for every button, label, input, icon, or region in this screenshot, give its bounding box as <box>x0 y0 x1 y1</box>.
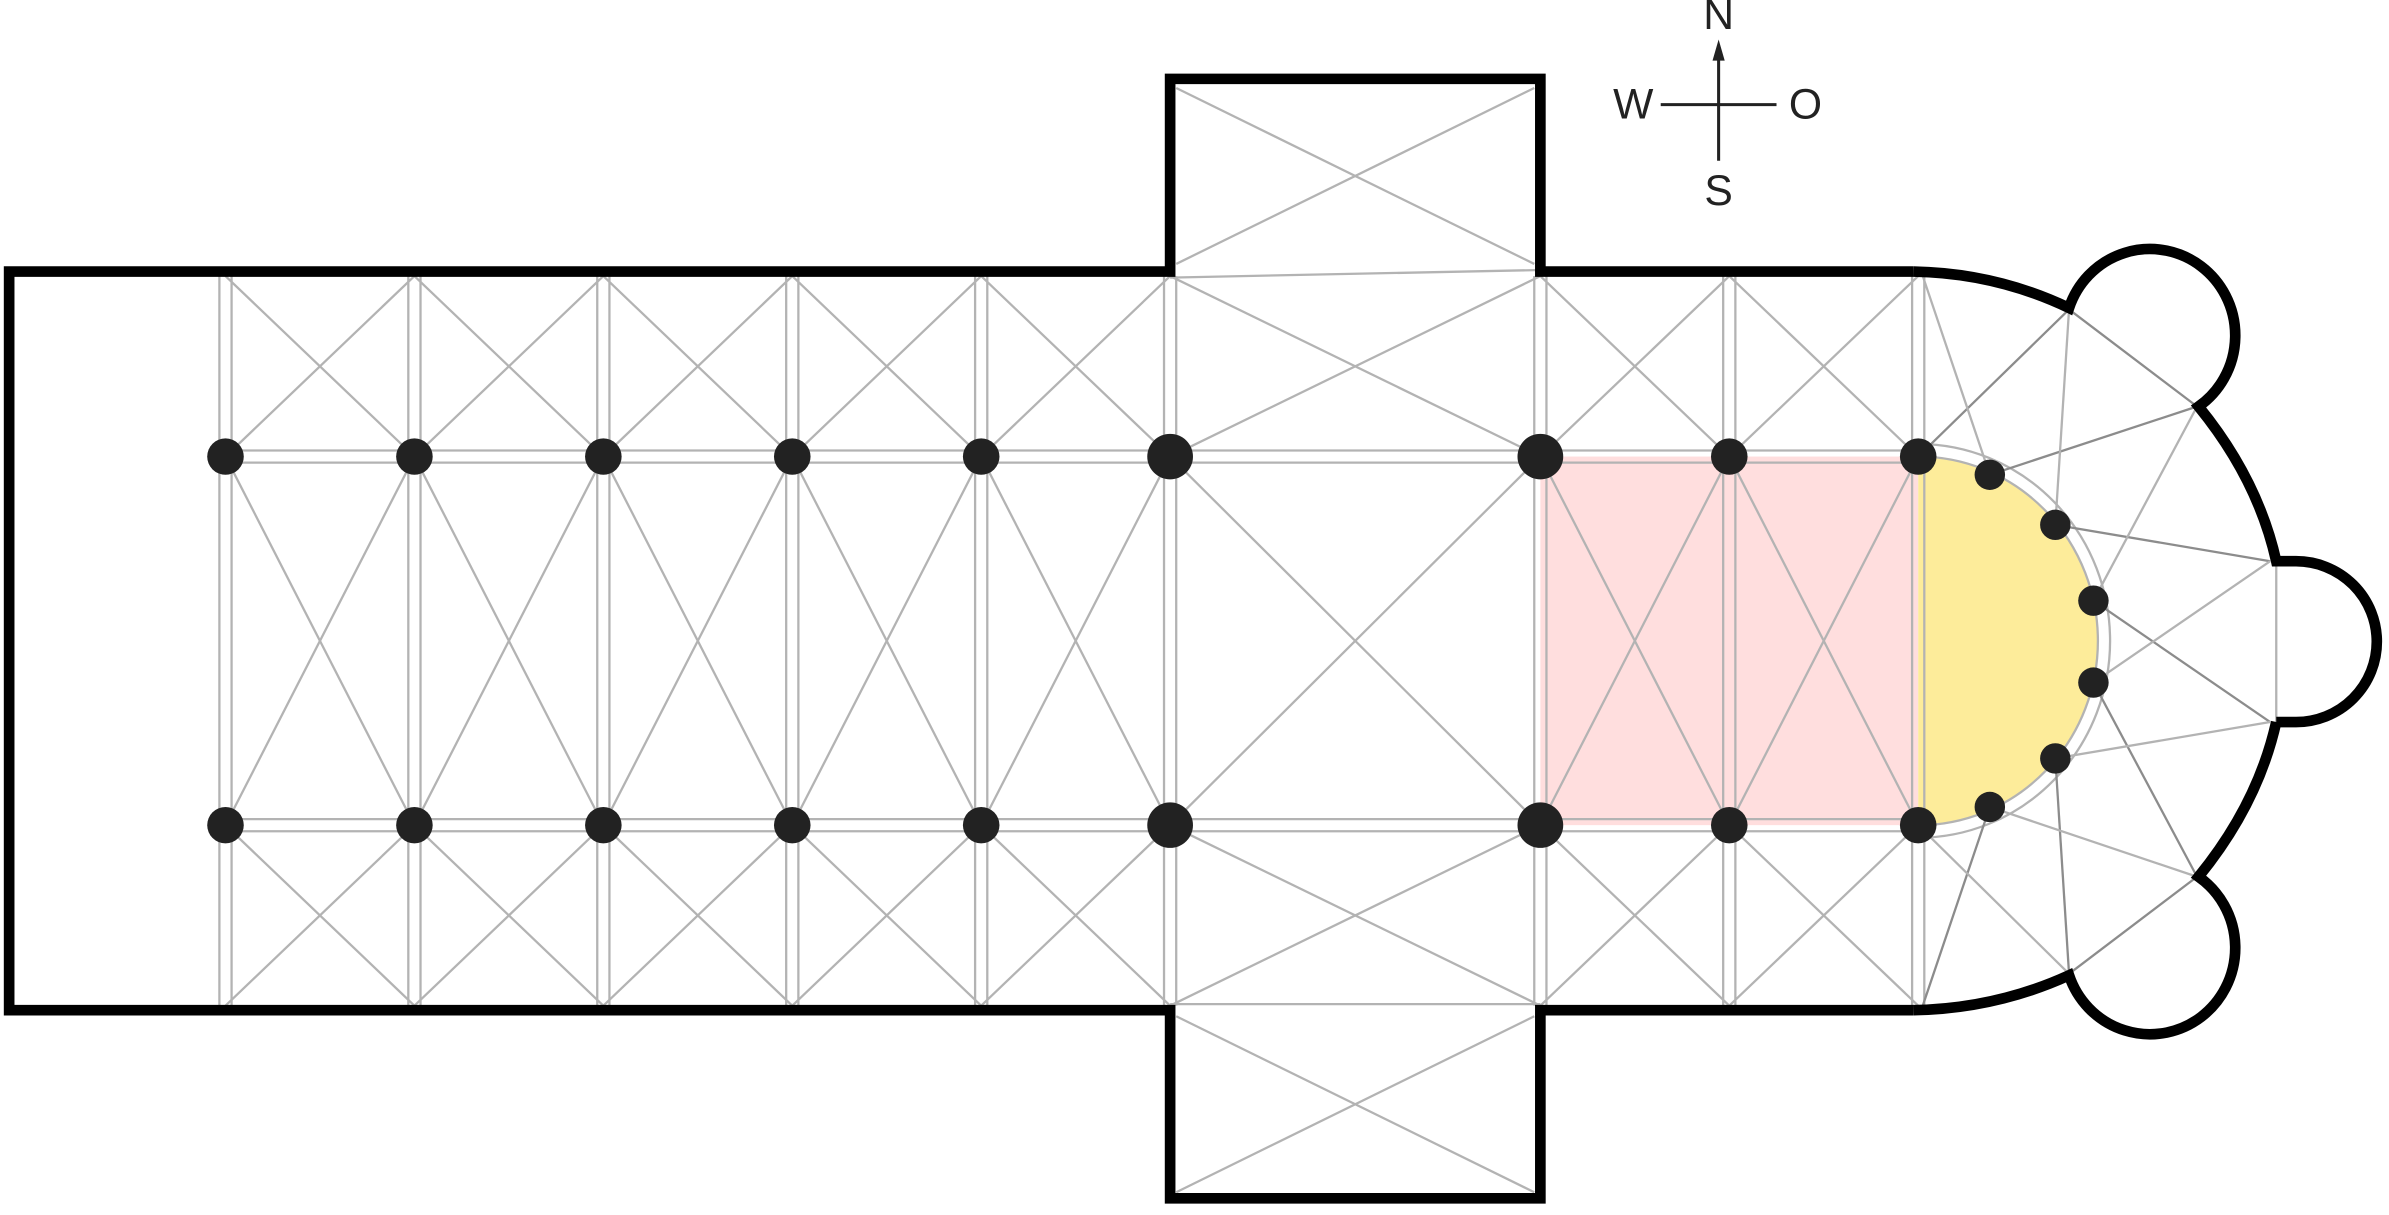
pier <box>2040 509 2071 540</box>
diagonal-rib <box>413 456 605 826</box>
chapel-chord <box>2068 308 2198 408</box>
chapel-chord <box>2068 875 2198 975</box>
pier <box>1147 433 1193 480</box>
diagonal-rib <box>1169 824 1541 1007</box>
pier <box>1710 806 1748 844</box>
pier <box>2040 743 2071 774</box>
pier <box>396 438 433 475</box>
pier <box>1899 806 1937 844</box>
diagonal-rib <box>1539 275 1731 458</box>
diagonal-rib <box>1169 455 1542 826</box>
diagonal-rib <box>413 824 605 1007</box>
apse-rib <box>1989 805 2198 878</box>
pier <box>1517 802 1564 848</box>
diagonal-rib <box>791 824 982 1007</box>
pier <box>1710 438 1748 475</box>
apse-rib <box>2092 405 2199 602</box>
diagonal-rib <box>980 275 1171 458</box>
diagonal-rib <box>224 824 416 1007</box>
pier <box>2078 585 2109 616</box>
pier <box>1147 802 1193 848</box>
pier <box>585 438 622 475</box>
pier <box>962 806 1000 844</box>
diagonal-rib <box>1169 275 1541 458</box>
choir-highlight <box>1540 456 1919 826</box>
compass-west-label: W <box>1613 80 1654 128</box>
transept-rib <box>1175 86 1535 265</box>
compass-rose-icon: N W O S <box>1613 0 1822 215</box>
pier <box>773 806 811 844</box>
pier <box>962 438 1000 475</box>
diagonal-rib <box>980 456 1172 826</box>
diagonal-rib <box>1728 275 1919 458</box>
apse-rib <box>1921 275 1991 476</box>
apse-wall-north <box>1913 243 2383 728</box>
pier <box>1974 791 2006 823</box>
pier <box>207 438 244 475</box>
pier <box>2078 667 2109 698</box>
diagonal-rib <box>224 275 416 458</box>
nave-and-transept-wall <box>3 73 1914 1204</box>
apse-wall-south <box>1913 720 2282 1040</box>
diagonal-rib <box>602 275 794 458</box>
apse-rib <box>1917 308 2070 458</box>
diagonal-rib <box>791 456 983 826</box>
transept-rib <box>1175 1015 1535 1194</box>
apse-rib <box>1989 405 2198 476</box>
apse-rib <box>2092 599 2271 723</box>
diagonal-rib <box>413 275 605 458</box>
outer-walls <box>3 73 2383 1204</box>
diagonal-rib <box>602 456 794 826</box>
diagonal-rib <box>791 275 982 458</box>
compass-north-arrow-icon <box>1712 39 1725 61</box>
compass-south-label: S <box>1704 167 1732 215</box>
apse-rib <box>2054 309 2071 525</box>
apse-rib <box>2055 523 2271 563</box>
pier <box>396 806 433 844</box>
apse-rib <box>1917 824 2070 975</box>
diagonal-rib <box>1539 456 1731 826</box>
piers <box>207 433 2109 848</box>
apse-highlight <box>1918 456 2098 826</box>
pier <box>1974 459 2006 490</box>
apse-rib <box>2054 758 2071 974</box>
diagonal-rib <box>224 456 416 826</box>
apse-rib <box>1921 806 1991 1007</box>
vault-ribs <box>218 86 2278 1194</box>
pier <box>207 806 244 844</box>
compass-north-label: N <box>1703 0 1734 39</box>
pier <box>1517 433 1564 480</box>
pier <box>585 806 622 844</box>
pier <box>773 438 811 475</box>
apse-rib <box>2092 560 2271 684</box>
pier <box>1899 438 1937 475</box>
diagonal-rib <box>980 824 1171 1007</box>
diagonal-rib <box>602 824 794 1007</box>
diagonal-rib <box>1728 824 1919 1007</box>
apse-rib <box>2055 720 2271 760</box>
aisle-edge <box>1170 268 1541 279</box>
diagonal-rib <box>1728 456 1920 826</box>
compass-east-label: O <box>1789 80 1822 128</box>
diagonal-rib <box>1539 824 1731 1007</box>
ambulatory-arc <box>1918 442 2112 839</box>
apse-rib <box>2092 682 2199 878</box>
